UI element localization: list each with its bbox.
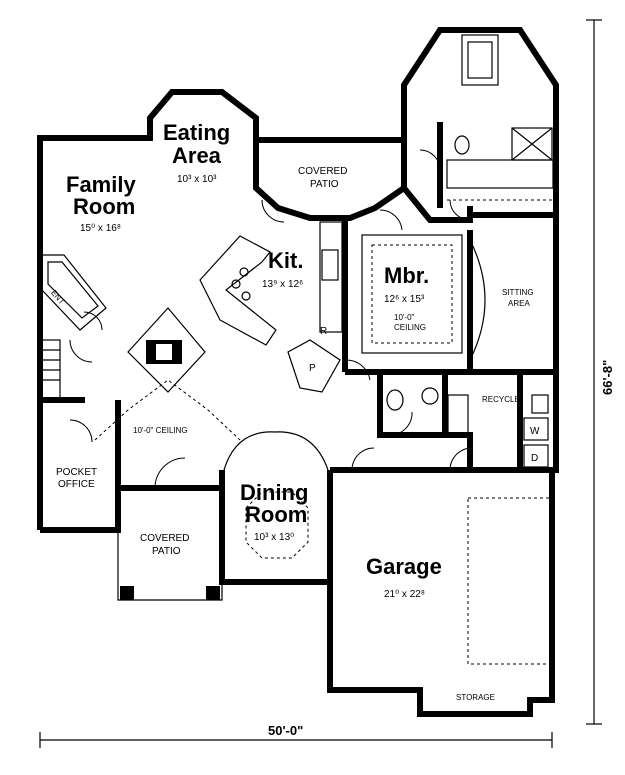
foyer-ceiling-label: 10'-0" CEILING <box>133 426 188 435</box>
sitting-area-label-1: SITTING <box>502 288 534 297</box>
family-room-label-1: Family <box>66 172 136 197</box>
garage-dims: 21⁰ x 22⁸ <box>384 589 425 600</box>
room-labels: Eating Area 10³ x 10³ Family Room 15⁰ x … <box>49 120 615 738</box>
eating-area-label-1: Eating <box>163 120 230 145</box>
storage-label: STORAGE <box>456 693 495 702</box>
doors <box>69 149 473 489</box>
entertainment-label: ENT <box>49 288 66 306</box>
pocket-office-label-2: OFFICE <box>58 479 95 490</box>
dining-room-label-2: Room <box>245 502 307 527</box>
pantry-label: P <box>309 363 316 374</box>
master-bedroom-label: Mbr. <box>384 263 429 288</box>
fixtures <box>39 19 602 748</box>
eating-area-label-2: Area <box>172 143 222 168</box>
interior-walls <box>40 122 556 582</box>
kitchen-dims: 13⁹ x 12⁶ <box>262 279 303 290</box>
kitchen-label: Kit. <box>268 248 303 273</box>
washer-label: W <box>530 426 540 437</box>
sitting-area-label-2: AREA <box>508 299 530 308</box>
eating-area-dims: 10³ x 10³ <box>177 174 217 185</box>
depth-dimension: 66'-8" <box>600 360 615 395</box>
covered-patio-top-label-2: PATIO <box>310 179 339 190</box>
family-room-dims: 15⁰ x 16⁸ <box>80 223 121 234</box>
covered-patio-bottom-label-2: PATIO <box>152 546 181 557</box>
dining-room-label-1: Dining <box>240 480 308 505</box>
master-ceiling-1: 10'-0" <box>394 313 415 322</box>
covered-patio-top-label-1: COVERED <box>298 166 347 177</box>
dining-room-dims: 10³ x 13⁰ <box>254 532 294 543</box>
pocket-office-label-1: POCKET <box>56 467 97 478</box>
dryer-label: D <box>531 453 538 464</box>
covered-patio-bottom-label-1: COVERED <box>140 533 189 544</box>
refrigerator-label: R <box>320 326 327 337</box>
recycle-label: RECYCLE <box>482 395 520 404</box>
exterior-walls <box>37 27 559 717</box>
master-bedroom-dims: 12⁶ x 15³ <box>384 294 425 305</box>
family-room-label-2: Room <box>73 194 135 219</box>
garage-label: Garage <box>366 554 442 579</box>
master-ceiling-2: CEILING <box>394 323 426 332</box>
width-dimension: 50'-0" <box>268 723 303 738</box>
